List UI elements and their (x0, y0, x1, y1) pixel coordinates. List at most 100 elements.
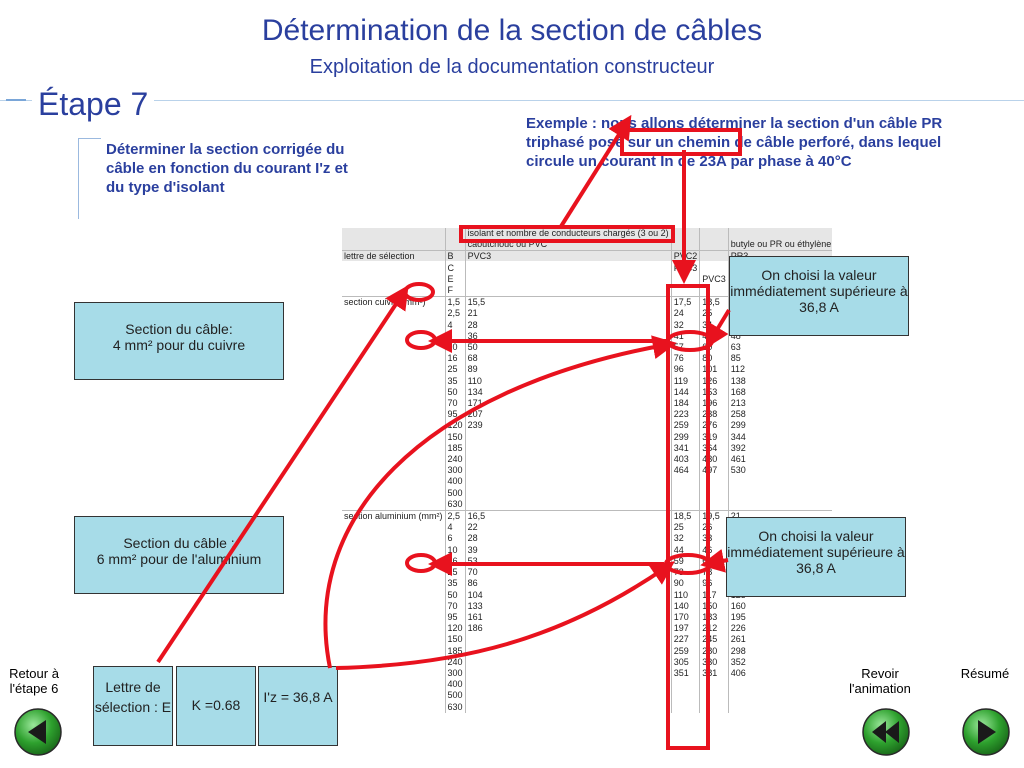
table-cell: 35 (444, 375, 466, 387)
table-cell (342, 476, 445, 487)
table-cell (699, 239, 729, 252)
back-label: Retour à l'étape 6 (9, 666, 59, 696)
table-cell (342, 578, 445, 589)
table-cell: 4 (444, 319, 466, 331)
table-cell: 57 (670, 342, 700, 354)
summary-button[interactable] (962, 708, 1010, 756)
table-cell (342, 398, 445, 409)
step-dash (6, 99, 26, 101)
table-cell: 351 (670, 667, 700, 680)
table-cell: section cuivre (mm²) (344, 297, 426, 308)
table-cell: 25 (670, 522, 700, 534)
table-cell: 630 (444, 498, 466, 512)
table-cell: 144 (670, 386, 700, 399)
table-cell: 258 (727, 409, 832, 421)
table-cell: 197 (670, 623, 700, 635)
table-cell (670, 228, 700, 240)
table-cell: 96 (670, 364, 700, 376)
table-cell: 400 (444, 679, 466, 691)
copper-section-title: Section du câble: (125, 321, 233, 337)
table-cell: 245 (699, 634, 729, 646)
table-cell: 500 (444, 690, 466, 702)
page-subtitle: Exploitation de la documentation constru… (309, 56, 715, 78)
table-row: 630711808899996 (342, 701, 832, 713)
table-cell: isolant et nombre de conducteurs chargés… (464, 228, 672, 240)
table-cell: 261 (727, 634, 832, 646)
table-cell: 50 (444, 386, 466, 399)
table-cell: 25 (444, 567, 466, 579)
table-cell (342, 533, 445, 544)
table-cell: 150 (444, 431, 466, 443)
table-cell (727, 498, 832, 512)
table-cell: 50 (444, 589, 466, 601)
table-cell: caoutchouc ou PVC (464, 239, 672, 252)
table-cell: 70 (444, 600, 466, 612)
table-cell: 28 (464, 533, 672, 545)
table-cell: 16 (444, 353, 466, 365)
table-row: 150227245261283316324346389 (342, 634, 832, 646)
table-cell: 70 (444, 398, 466, 410)
table-cell (342, 668, 445, 679)
table-cell: 171 (464, 398, 672, 410)
table-cell: 96 (699, 578, 729, 590)
table-cell: PVC3 (464, 250, 672, 263)
table-cell: 90 (670, 578, 700, 590)
table-cell: 60 (699, 342, 729, 354)
table-cell (699, 701, 729, 713)
table-cell: 195 (727, 611, 832, 624)
table-cell: PVC3 (699, 273, 729, 286)
table-cell: 213 (727, 398, 832, 410)
table-cell: B (444, 250, 466, 263)
arrow-left-icon (28, 720, 46, 744)
table-cell (699, 228, 729, 240)
table-cell (699, 476, 729, 488)
table-cell (342, 567, 445, 578)
table-cell: 34 (699, 319, 729, 331)
table-cell: 183 (699, 611, 729, 624)
table-cell: E (444, 273, 466, 286)
table-cell (342, 634, 445, 645)
table-cell (699, 498, 729, 512)
table-cell (464, 667, 672, 680)
table-cell (342, 556, 445, 567)
table-cell: 330 (699, 656, 729, 668)
table-cell: 341 (670, 442, 700, 455)
header-divider (0, 100, 1024, 101)
table-cell: 300 (444, 667, 466, 680)
table-cell: 223 (670, 409, 700, 421)
table-cell: 240 (444, 454, 466, 466)
table-cell: 95 (444, 409, 466, 421)
table-cell: 16 (444, 555, 466, 568)
table-cell: 406 (727, 667, 832, 680)
table-header-row: isolant et nombre de conducteurs chargés… (342, 228, 832, 240)
table-cell: 110 (464, 375, 672, 387)
table-cell: 352 (727, 656, 832, 668)
table-cell (342, 432, 445, 443)
table-cell: 80 (699, 353, 729, 365)
table-cell: 150 (699, 600, 729, 612)
table-cell (342, 342, 445, 353)
table-row: 120186197212226245273280300337 (342, 623, 832, 635)
table-cell (342, 420, 445, 431)
table-cell (699, 487, 729, 499)
back-button[interactable] (14, 708, 62, 756)
table-cell (727, 701, 832, 713)
table-row: 400656754825940 (342, 476, 832, 488)
table-cell: 10 (444, 342, 466, 354)
table-row: 185341364392424450506542575 (342, 442, 832, 455)
replay-label: Revoir l'animation (849, 666, 911, 696)
table-cell (342, 488, 445, 499)
table-cell: 259 (670, 420, 700, 432)
k-factor-box: K =0.68 (176, 666, 256, 746)
replay-button[interactable] (862, 708, 910, 756)
table-row: 500610694770856 (342, 690, 832, 702)
table-cell (670, 285, 700, 298)
table-cell: 299 (670, 431, 700, 443)
table-cell: 70 (464, 567, 672, 579)
table-cell (464, 476, 672, 488)
table-cell: 630 (444, 701, 466, 713)
table-cell (342, 623, 445, 634)
table-row: 300464497530576621693741783 (342, 465, 832, 477)
table-cell (444, 228, 466, 240)
